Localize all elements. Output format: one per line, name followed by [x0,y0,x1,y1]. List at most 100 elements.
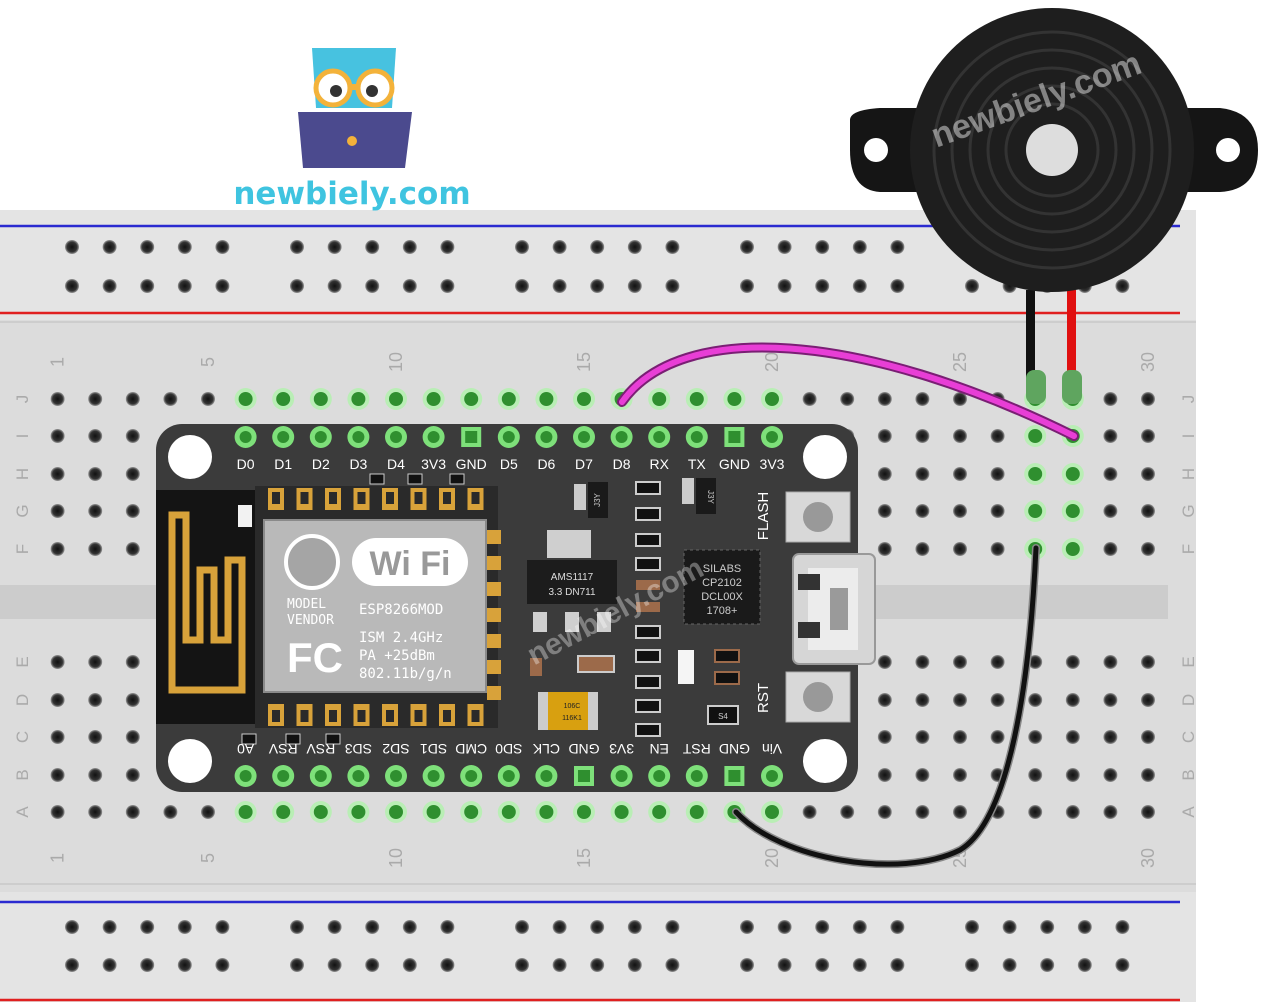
pin-label: D6 [537,456,555,472]
breadboard-hole [1141,693,1155,707]
rail-hole [140,240,155,254]
pin-label: GND [568,741,599,757]
rail-hole [215,920,230,934]
breadboard-hole [953,655,967,669]
breadboard-hole [88,805,103,819]
row-label: I [13,434,32,439]
rail-hole [965,958,979,972]
rail-hole [140,920,155,934]
rail-hole [965,920,979,934]
breadboard-hole [765,805,779,819]
nodemcu-esp8266-board: Wi Fi MODEL VENDOR ESP8266MOD FC ISM 2.4… [156,424,876,792]
pin-label: SD0 [495,741,522,757]
pin-label: D5 [500,456,518,472]
rail-hole [290,279,304,293]
row-label: A [13,806,32,818]
row-label: F [13,544,32,554]
breadboard-hole [1141,467,1155,481]
breadboard-hole [50,504,65,518]
column-number: 30 [1138,352,1158,372]
pin-label: SD3 [345,741,372,757]
breadboard-hole [88,504,103,518]
row-label: F [1179,544,1198,554]
breadboard-hole [88,693,103,707]
pin-label: 3V3 [421,456,446,472]
breadboard-hole [389,805,403,819]
rail-hole [815,958,830,972]
svg-text:ISM 2.4GHz: ISM 2.4GHz [359,630,443,646]
svg-text:MODEL: MODEL [287,597,326,612]
svg-text:802.11b/g/n: 802.11b/g/n [359,666,452,682]
rail-hole [1077,958,1092,972]
breadboard-hole [1103,504,1118,518]
breadboard-hole [1103,467,1118,481]
breadboard-hole [88,542,103,556]
breadboard-hole [877,429,892,443]
breadboard-hole [915,693,930,707]
breadboard-hole [1065,768,1080,782]
breadboard-hole [915,730,930,744]
column-number: 15 [574,848,594,868]
breadboard-hole [1141,504,1155,518]
row-label: B [13,769,32,780]
breadboard-hole [125,655,140,669]
breadboard-hole [50,693,65,707]
breadboard-hole [689,392,704,406]
svg-text:S4: S4 [718,712,728,721]
breadboard-hole [915,504,930,518]
rail-hole [402,279,417,293]
breadboard-hole [1028,693,1043,707]
column-number: 5 [198,853,218,863]
breadboard-hole [652,392,667,406]
row-label: B [1179,769,1198,780]
rail-hole [1077,920,1092,934]
rail-hole [852,920,867,934]
breadboard-hole [1065,504,1080,518]
breadboard-hole [990,467,1005,481]
breadboard-hole [1065,805,1080,819]
row-label: H [1179,468,1198,480]
rail-hole [215,958,230,972]
breadboard-hole [990,693,1005,707]
breadboard-hole [765,392,779,406]
breadboard-hole [877,693,892,707]
pin-label: SD2 [382,741,409,757]
rail-hole [365,240,380,254]
pin-label: RSV [306,741,335,757]
breadboard-hole [125,693,140,707]
pin-label: GND [456,456,487,472]
breadboard-hole [915,467,930,481]
pin-label: D3 [349,456,367,472]
breadboard-hole [1065,542,1080,556]
breadboard-hole [990,542,1005,556]
rail-hole [440,958,455,972]
breadboard-hole [125,467,140,481]
breadboard-hole [539,392,554,406]
column-number: 1 [48,853,68,863]
column-number: 25 [950,352,970,372]
breadboard-hole [201,805,215,819]
rail-hole [777,240,792,254]
rail-hole [815,279,830,293]
mount-hole [168,739,212,783]
voltage-regulator [527,560,617,604]
breadboard-hole [50,730,65,744]
breadboard-hole [840,392,855,406]
rail-hole [327,240,342,254]
breadboard-hole [276,805,291,819]
breadboard-hole [1103,392,1118,406]
rail-hole [965,279,979,293]
breadboard-hole [877,467,892,481]
rail-hole [590,920,605,934]
breadboard-hole [50,805,65,819]
flash-label: FLASH [755,492,772,540]
rail-hole [740,920,754,934]
smd-components: J3Y J3Y S4 [241,473,740,745]
breadboard-hole [1028,467,1043,481]
breadboard-hole [88,730,103,744]
rail-hole [852,240,867,254]
svg-text:3.3 DN711: 3.3 DN711 [548,587,596,598]
breadboard-hole [125,504,140,518]
